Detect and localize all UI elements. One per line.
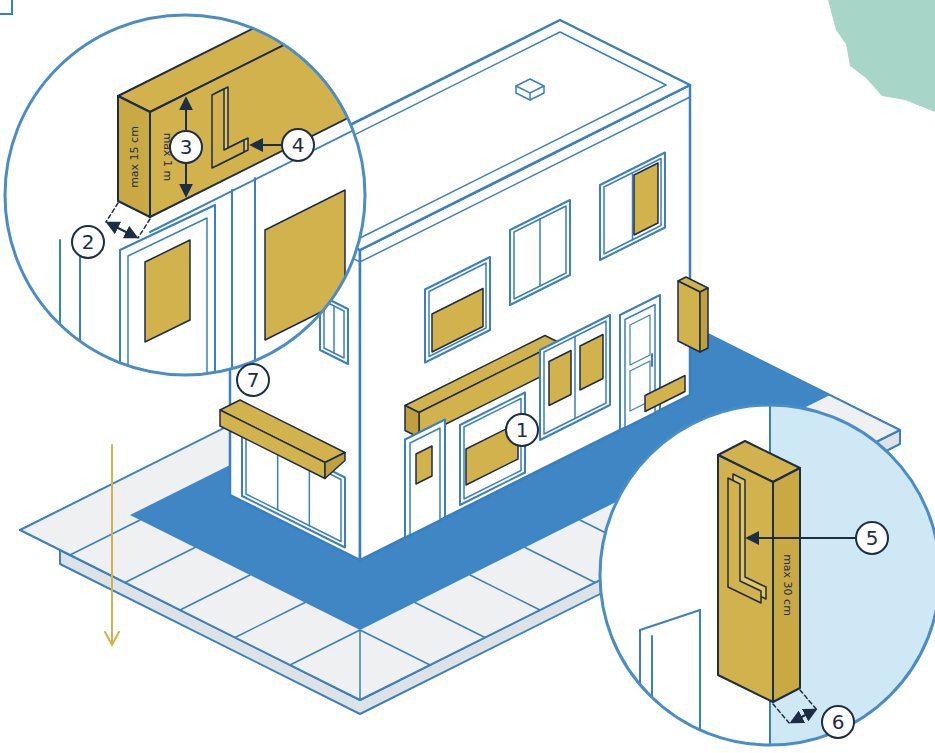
facade-sign-side [118, 96, 150, 217]
sidewalk-tile [470, 575, 540, 610]
window-glass [544, 321, 606, 434]
letter-sign [728, 478, 761, 603]
projecting-sign-side [773, 468, 800, 702]
window-mullion [574, 337, 576, 419]
roof-vent [516, 79, 544, 100]
callout-number: 5 [866, 528, 879, 548]
window-mullion [309, 464, 311, 526]
wall-sign [645, 376, 685, 412]
sidewalk-tile [360, 630, 430, 665]
door [620, 295, 660, 430]
dimension-arrow [792, 710, 815, 722]
dimension-arrow [108, 223, 136, 237]
window-sign [634, 163, 658, 235]
window-glass [324, 301, 344, 358]
callout-circle [506, 414, 538, 446]
window-sign [265, 190, 345, 340]
window-frame [460, 393, 525, 506]
door-glass [630, 315, 650, 365]
projecting-sign [700, 288, 708, 352]
zoom-circle-border [5, 15, 365, 375]
callout-circle [282, 129, 314, 161]
sidewalk-tile [125, 548, 195, 583]
callout-number: 3 [180, 137, 193, 157]
dimension-label: max 15 cm [129, 126, 140, 188]
color-splash [828, 0, 935, 112]
dimension-label: max 1 m [162, 133, 173, 182]
sidewalk-tile [415, 603, 485, 638]
window-mullion [632, 173, 634, 240]
door-frame [639, 630, 641, 753]
callout-circle [170, 131, 202, 163]
direction-arrowhead [105, 632, 119, 645]
roof-vent [516, 86, 544, 93]
callout-circle [72, 226, 104, 258]
window-mullion [539, 219, 541, 286]
sidewalk-tile [70, 520, 140, 555]
window-glass [464, 399, 521, 500]
extension-line [106, 203, 118, 222]
awning-sign [220, 410, 325, 479]
awning-sign [325, 453, 345, 479]
callout-number: 6 [832, 712, 845, 732]
direction-arrow [111, 445, 113, 643]
window-glass [604, 159, 661, 255]
leader-arrow [748, 537, 855, 539]
door-frame [120, 205, 215, 400]
window-frame [540, 315, 610, 440]
roof-vent [529, 93, 531, 100]
window-frame [510, 200, 570, 305]
callout-circle [856, 522, 888, 554]
door-handle [651, 354, 653, 366]
extension-line [138, 219, 150, 238]
corner-bracket [0, 0, 12, 14]
window-glass [514, 206, 566, 299]
callout-circle [822, 706, 854, 738]
sidewalk-tile [290, 630, 360, 665]
sidewalk-tile [359, 630, 361, 700]
letter-sign [212, 89, 244, 168]
window-glass [429, 263, 486, 357]
window-mullion [277, 448, 279, 510]
door-sign [416, 446, 432, 484]
dimension-arrow [185, 164, 187, 195]
dimension-arrow [185, 99, 187, 130]
sidewalk-tile [235, 603, 305, 638]
door-frame [640, 610, 700, 630]
window-sign [549, 351, 571, 406]
door-frame [651, 636, 653, 753]
callout-number: 1 [516, 420, 529, 440]
window-mullion [333, 306, 335, 353]
door [410, 428, 440, 535]
extension-line [800, 690, 817, 710]
callout-number: 7 [247, 370, 260, 390]
sidewalk-tile [525, 548, 595, 583]
sidewalk-tile [180, 575, 250, 610]
window-sign [432, 289, 483, 353]
projecting-sign [678, 281, 700, 352]
projecting-sign [718, 455, 773, 702]
extension-line [773, 704, 790, 724]
wall-line [59, 240, 61, 380]
window-frame [425, 257, 490, 363]
callout-circle [237, 364, 269, 396]
zoom-circle-border [600, 405, 935, 745]
side-wall [770, 380, 935, 753]
leader-arrow [252, 144, 282, 146]
facade-sign [150, 0, 400, 217]
callout-number: 4 [292, 135, 305, 155]
door [405, 420, 445, 538]
window-sign [580, 335, 603, 391]
dimension-label: max 30 cm [782, 554, 793, 616]
window-frame [600, 153, 665, 261]
callout-number: 2 [82, 232, 95, 252]
door-sign [145, 240, 190, 342]
